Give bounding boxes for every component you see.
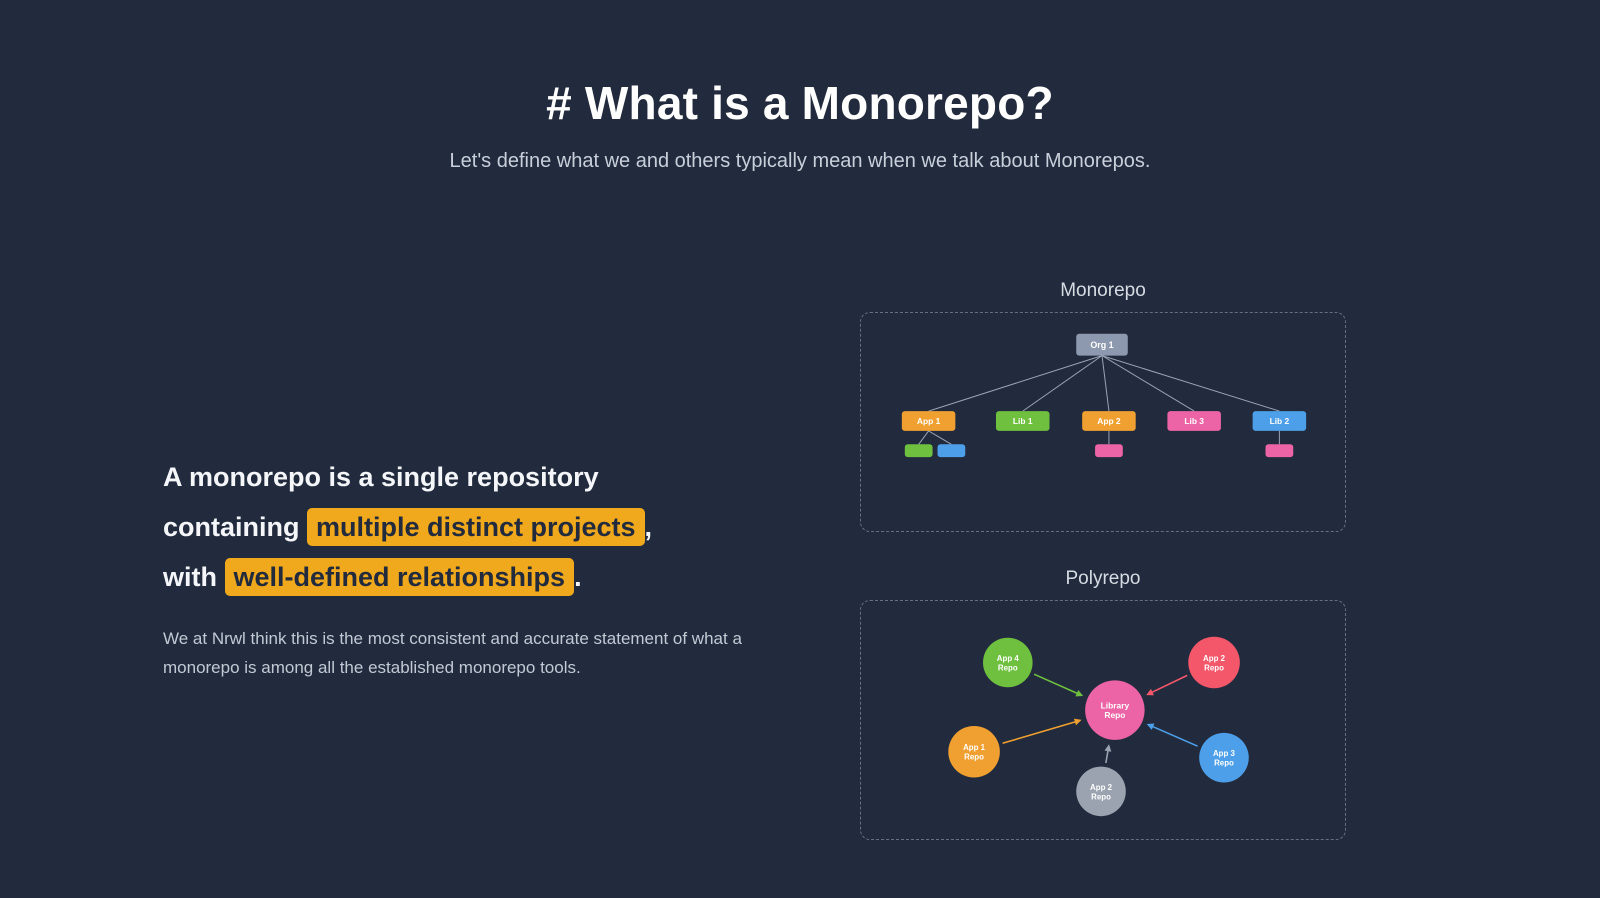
polyrepo-node bbox=[1076, 766, 1126, 817]
tree-edge bbox=[1101, 355, 1195, 412]
repo-node bbox=[901, 411, 956, 431]
repo-node bbox=[995, 411, 1050, 431]
monorepo-diagram-title: Monorepo bbox=[1060, 280, 1146, 301]
repo-node bbox=[1076, 333, 1128, 356]
repo-node-label: Lib 3 bbox=[1184, 416, 1204, 426]
definition-highlight: well-defined relationships bbox=[224, 558, 575, 596]
dependency-arrow bbox=[1150, 674, 1188, 694]
definition-note: We at Nrwl think this is the most consis… bbox=[163, 629, 742, 677]
definition-text: , bbox=[644, 512, 653, 542]
definition-text: containing bbox=[163, 512, 307, 542]
definition-statement: A monorepo is a single repository contain… bbox=[163, 452, 811, 602]
header: # What is a Monorepo? Let's define what … bbox=[0, 76, 1600, 173]
repo-node-label: Lib 2 bbox=[1270, 416, 1290, 426]
monorepo-diagram-svg: Org 1 App 1 Lib 1 App 2 Lib 3 Lib 2 bbox=[901, 333, 1307, 458]
monorepo-diagram-box: Org 1 App 1 Lib 1 App 2 Lib 3 Lib 2 bbox=[860, 312, 1346, 532]
dependency-arrowhead bbox=[1073, 718, 1082, 726]
dependency-arrow bbox=[1150, 725, 1198, 747]
polyrepo-node bbox=[983, 637, 1033, 688]
repo-node-label: Lib 1 bbox=[1013, 416, 1033, 426]
repo-node bbox=[937, 444, 966, 458]
repo-node bbox=[904, 444, 933, 458]
tree-edge bbox=[928, 430, 952, 445]
polyrepo-node bbox=[948, 725, 1000, 778]
dependency-arrowhead bbox=[1104, 744, 1112, 752]
repo-node-label: App 2 bbox=[1097, 416, 1121, 426]
dependency-arrowhead bbox=[1146, 723, 1155, 730]
tree-edge bbox=[1101, 355, 1110, 412]
repo-node bbox=[1167, 411, 1221, 431]
repo-node-label: App 1 bbox=[917, 416, 941, 426]
definition-text: with bbox=[163, 562, 225, 592]
tree-edge bbox=[1022, 355, 1103, 412]
definition-highlight: multiple distinct projects bbox=[307, 508, 645, 546]
repo-node-label: Org 1 bbox=[1090, 340, 1113, 350]
repo-node bbox=[1095, 444, 1123, 458]
definition-text: A monorepo is a single repository bbox=[163, 462, 599, 492]
page-subtitle: Let's define what we and others typicall… bbox=[449, 150, 1151, 172]
polyrepo-center-node bbox=[1085, 680, 1145, 740]
polyrepo-node bbox=[1188, 636, 1240, 689]
page-title: # What is a Monorepo? bbox=[546, 77, 1054, 129]
dependency-arrow bbox=[1105, 749, 1110, 764]
dependency-arrowhead bbox=[1146, 688, 1154, 696]
repo-node bbox=[1265, 444, 1294, 458]
dependency-arrow bbox=[1033, 673, 1079, 695]
repo-node bbox=[1082, 411, 1136, 431]
tree-edge bbox=[918, 430, 929, 445]
monorepo-figure: Monorepo Org 1 App 1 Lib 1 App 2 Lib 3 Lib 2 bbox=[860, 280, 1346, 532]
tree-edge bbox=[1101, 355, 1280, 412]
definition-section: A monorepo is a single repository contain… bbox=[163, 452, 811, 682]
polyrepo-diagram-title: Polyrepo bbox=[1065, 568, 1141, 589]
repo-node bbox=[1252, 411, 1307, 431]
definition-text: . bbox=[574, 562, 582, 592]
dependency-arrow bbox=[1002, 720, 1078, 745]
dependency-arrowhead bbox=[1075, 689, 1084, 697]
polyrepo-node bbox=[1199, 732, 1249, 783]
tree-edge bbox=[928, 355, 1103, 412]
